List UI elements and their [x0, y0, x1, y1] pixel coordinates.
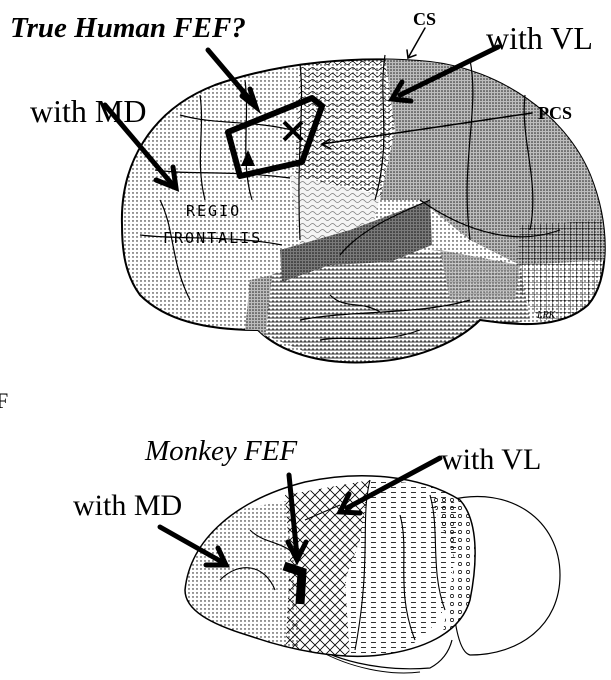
frontalis-label: FRONTALIS: [163, 231, 262, 246]
arrow-cs: [408, 28, 425, 58]
cs-label: CS: [413, 10, 436, 28]
edge-mark: F: [0, 390, 8, 412]
monkey-brain-illustration: [160, 458, 560, 673]
human-with-vl-label: with VL: [486, 22, 593, 54]
pcs-label: PCS: [538, 104, 572, 122]
monkey-with-md-label: with MD: [73, 491, 182, 521]
monkey-frontal-dotted-region: [185, 500, 300, 660]
monkey-fef-title: Monkey FEF: [145, 437, 297, 466]
monkey-with-vl-label: with VL: [441, 445, 541, 475]
regio-label: REGIO: [186, 204, 241, 219]
human-fef-title: True Human FEF?: [10, 14, 246, 43]
human-brain-illustration: LRK: [105, 28, 610, 362]
signature-text: LRK: [536, 310, 557, 321]
human-with-md-label: with MD: [30, 95, 146, 127]
